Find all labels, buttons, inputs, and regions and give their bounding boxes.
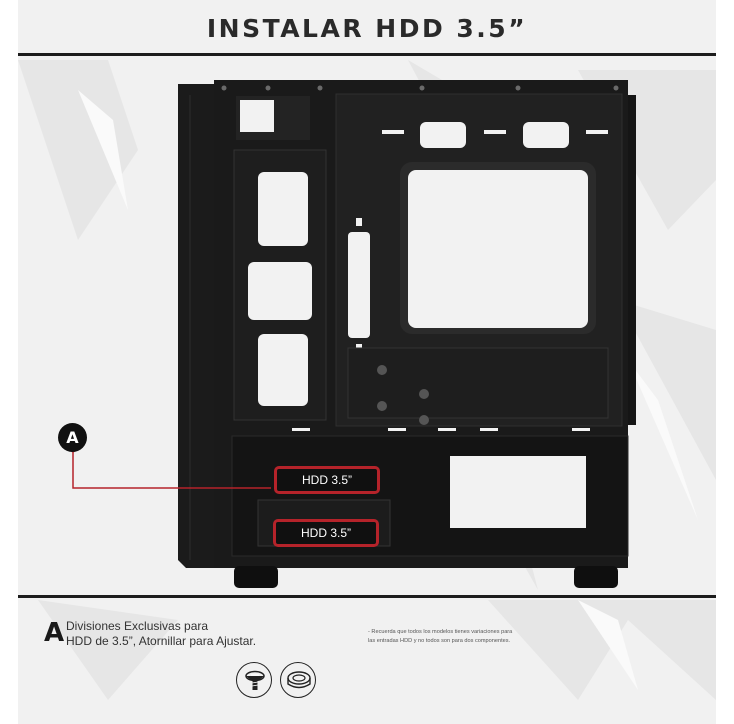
callout-badge: A [58,423,87,452]
screw-icon [236,662,272,698]
hdd-bay-label-upper: HDD 3.5” [274,466,380,494]
legend-letter: A [44,618,65,648]
cable-cutout [420,122,466,148]
case-foot [234,566,278,588]
standoff-icon [280,662,316,698]
case-foot [574,566,618,588]
footer-divider [18,595,716,598]
title-divider [18,53,716,56]
footnote: - Recuerda que todos los modelos tienes … [368,628,568,646]
footnote-line-2: las entradas HDD y no todos son para dos… [368,638,511,644]
shroud-window [450,456,586,528]
ssd-slot [258,172,308,246]
case-front-panel [178,84,214,568]
instruction-sheet: INSTALAR HDD 3.5” [18,0,716,724]
footnote-line-1: - Recuerda que todos los modelos tienes … [368,629,513,635]
legend-line-1: Divisiones Exclusivas para [66,619,209,633]
hdd-bay-label-lower: HDD 3.5” [273,519,379,547]
legend-line-2: HDD de 3.5”, Atornillar para Ajustar. [66,634,257,648]
cable-cutout [523,122,569,148]
legend-description: Divisiones Exclusivas para HDD de 3.5”, … [66,619,296,649]
cpu-cutout [408,170,588,328]
page-title: INSTALAR HDD 3.5” [206,14,528,43]
callout-line [72,452,271,489]
ssd-slot [248,262,312,320]
ssd-slot [258,334,308,406]
pc-case-illustration [70,80,636,588]
